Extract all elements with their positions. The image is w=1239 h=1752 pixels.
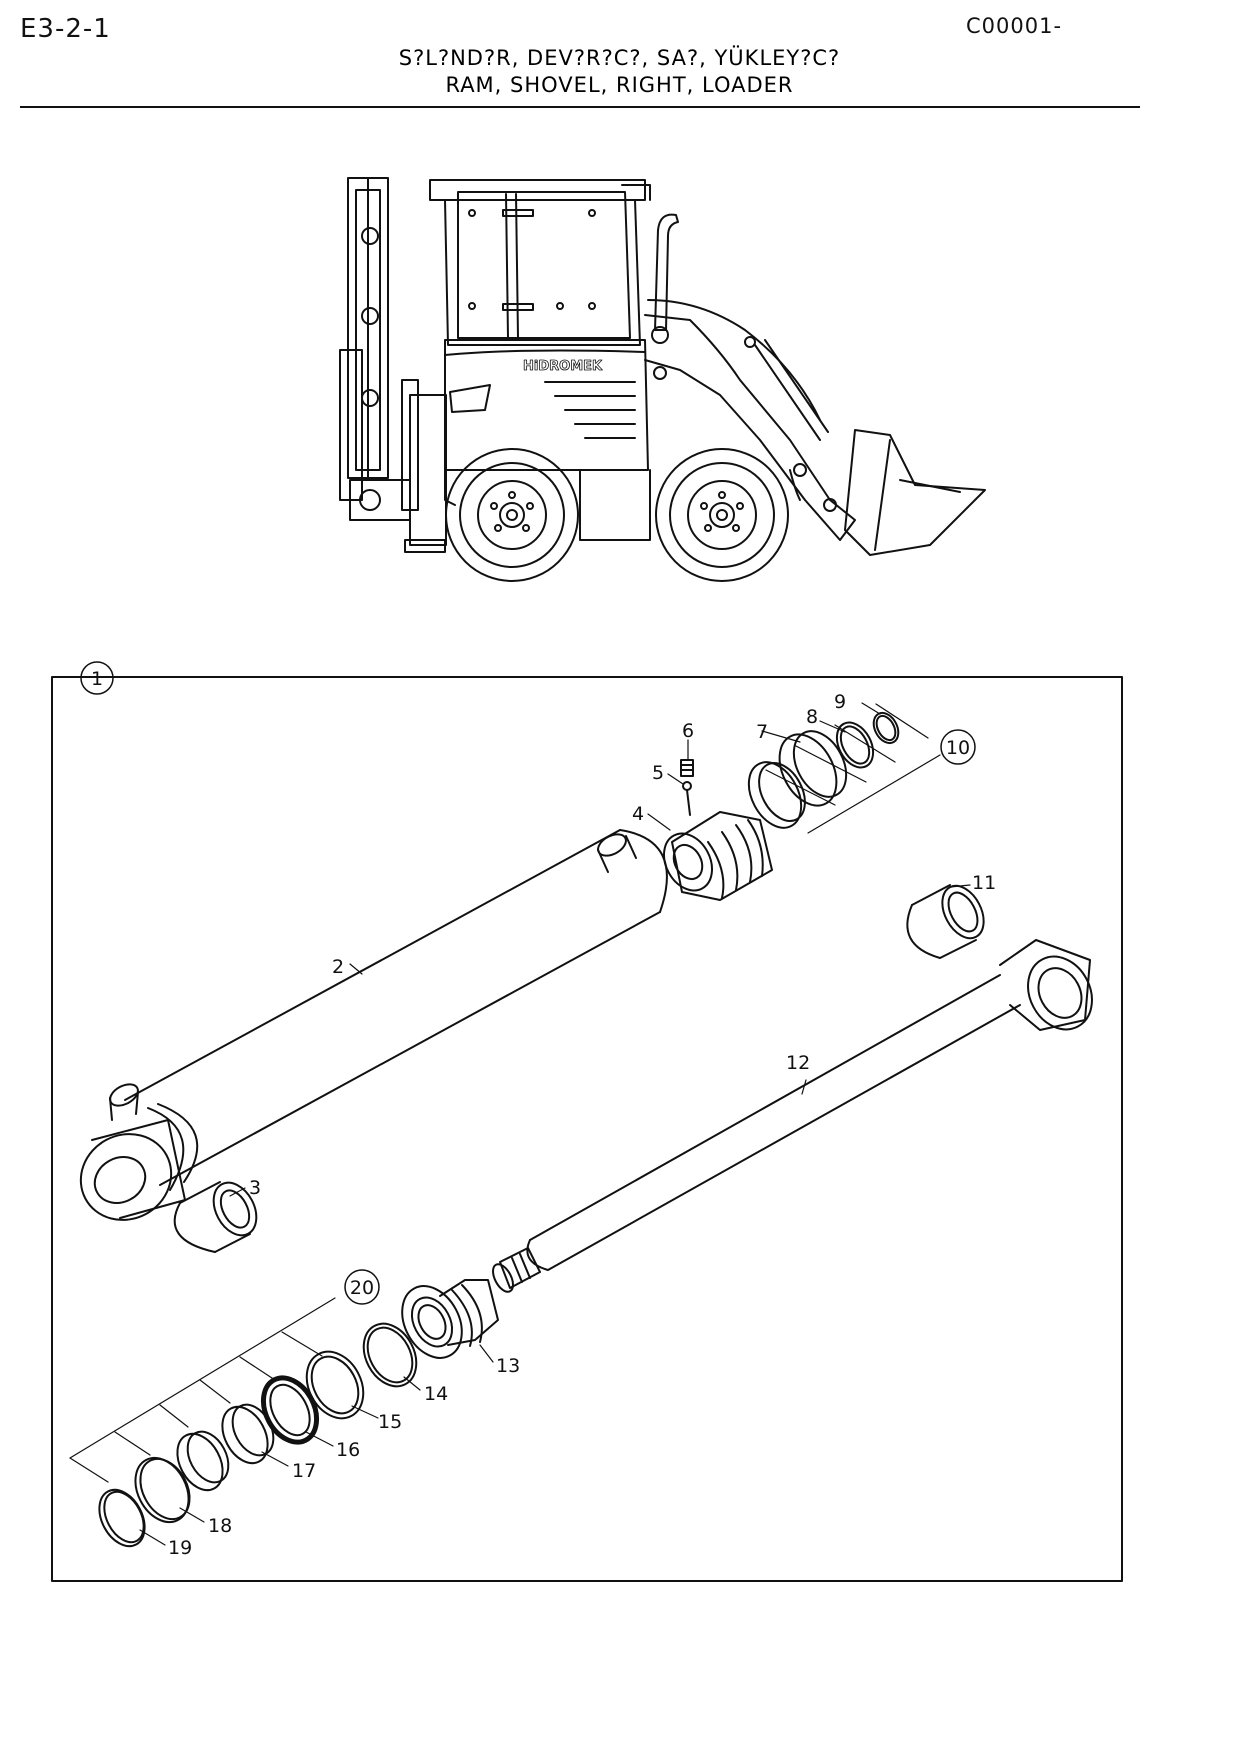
nut-6 [680, 759, 694, 777]
backhoe-loader-illustration: HiDROMEK [339, 177, 986, 582]
callout-2: 2 [332, 956, 344, 978]
loader-arm [644, 299, 856, 541]
piston-13 [401, 1279, 499, 1359]
callout-6: 6 [682, 720, 694, 742]
callout-circle-kit-lower [344, 1269, 380, 1305]
callout-16: 16 [336, 1439, 360, 1461]
callout-14: 14 [424, 1383, 448, 1405]
loader-bucket [844, 429, 986, 556]
front-wheel [655, 448, 789, 582]
callout-5: 5 [652, 762, 664, 784]
page-code: E3-2-1 [20, 14, 111, 44]
seal-16 [260, 1375, 320, 1445]
cylinder-head-4 [663, 811, 773, 901]
bushing-3 [173, 1181, 258, 1253]
callout-4: 4 [632, 803, 644, 825]
callout-10: 10 [946, 737, 970, 759]
callout-8: 8 [806, 706, 818, 728]
callout-1: 1 [91, 668, 103, 690]
callout-15: 15 [378, 1411, 402, 1433]
callout-7: 7 [756, 721, 768, 743]
reference-number: C00001- [966, 14, 1063, 38]
callout-9: 9 [834, 691, 846, 713]
callout-19: 19 [168, 1537, 192, 1559]
callout-3: 3 [249, 1177, 261, 1199]
callout-circle-assembly [80, 661, 114, 695]
callout-12: 12 [786, 1052, 810, 1074]
callout-17: 17 [292, 1460, 316, 1482]
seal-19 [98, 1488, 146, 1548]
rear-wheel [445, 448, 579, 582]
machine-body: HiDROMEK [444, 339, 649, 471]
callout-circle-kit-upper [940, 729, 976, 765]
seal-15 [305, 1350, 365, 1420]
callout-18: 18 [208, 1515, 232, 1537]
brand-logo: HiDROMEK [523, 359, 603, 374]
exploded-view-frame [51, 676, 1123, 1582]
leader-lines [69, 702, 971, 1546]
cylinder-tube [79, 829, 668, 1221]
seal-9 [872, 711, 900, 745]
set-screw-5 [682, 781, 692, 816]
seal-14 [362, 1322, 418, 1388]
seal-18 [134, 1456, 191, 1524]
seal-guide-lower [176, 1430, 230, 1492]
backhoe-arm [339, 177, 447, 553]
title-turkish: S?L?ND?R, DEV?R?C?, SA?, YÜKLEY?C? [398, 46, 841, 70]
callout-20: 20 [350, 1277, 374, 1299]
seal-8 [835, 721, 875, 769]
cab [429, 179, 651, 346]
callout-13: 13 [496, 1355, 520, 1377]
title-english: RAM, SHOVEL, RIGHT, LOADER [445, 73, 794, 97]
header-rule [20, 106, 1140, 108]
piston-rod-12 [492, 939, 1093, 1293]
exhaust-stack [654, 213, 679, 331]
callout-11: 11 [972, 872, 996, 894]
